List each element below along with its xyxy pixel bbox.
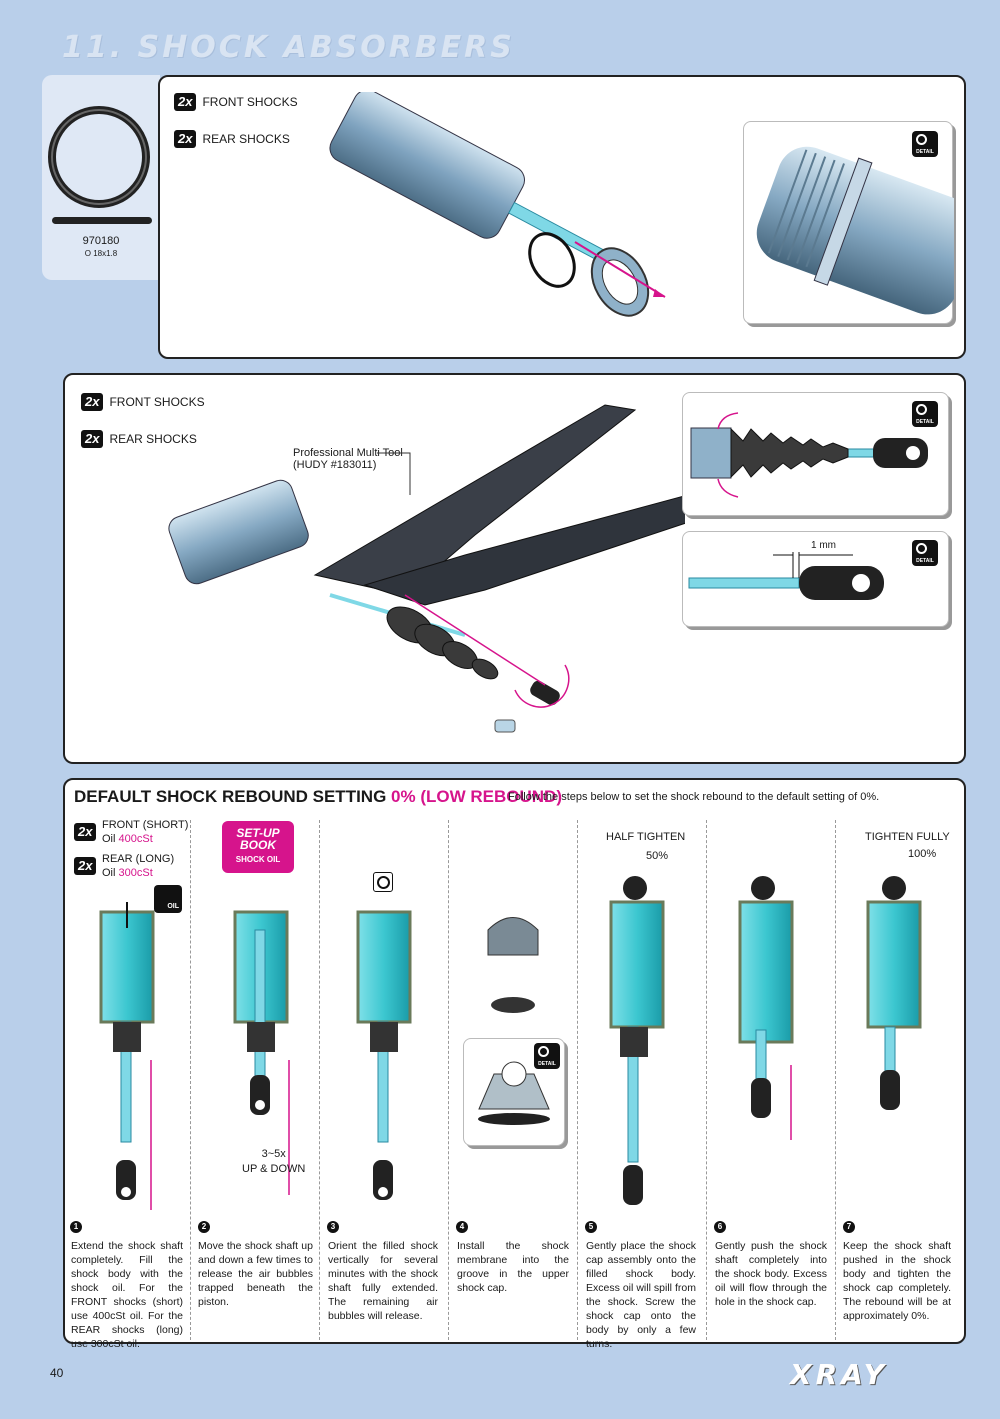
setup-line1: SET-UP [236,826,280,840]
step-text: Gently place the shock cap assembly onto… [586,1240,696,1350]
qty-badge: 2x [81,393,104,411]
multi-tool-illustration [168,404,685,733]
rebound-note: Follow the steps below to set the shock … [508,791,880,803]
qty-label: REAR SHOCKS [202,132,290,146]
step-number: 7 [843,1221,855,1233]
step-column [63,820,191,1340]
qty-label: FRONT SHOCKS [202,95,298,109]
setup-book-badge: SET-UP BOOK SHOCK OIL [222,821,294,873]
step-text: Orient the filled shock vertically for s… [328,1240,438,1322]
part-card: 970180 O 18x1.8 [42,75,160,280]
panel-step-2: 2x FRONT SHOCKS 2x REAR SHOCKS Professio… [63,373,966,764]
step-text: Install the shock membrane into the groo… [457,1240,569,1294]
step-column [578,820,707,1340]
shock-step-1 [99,902,155,1210]
shock-step-2 [233,910,290,1195]
half-tighten-label: HALF TIGHTEN [606,831,686,843]
thread-detail-illustration [756,146,979,315]
shock-body-illustration [329,92,666,317]
full-percent: 100% [908,848,937,860]
detail-icon: DETAIL [912,131,938,157]
page-title: 11. SHOCK ABSORBERS [62,30,515,65]
page-number: 40 [50,1366,64,1380]
step-text: Extend the shock shaft completely. Fill … [71,1240,183,1350]
detail-box-boot: DETAIL [682,392,949,516]
cycle-label: 3~5x UP & DOWN [242,1147,305,1177]
shock-step-6 [738,876,794,1140]
boot-detail-illustration [690,412,928,498]
qty-label: REAR SHOCKS [109,432,197,446]
detail-box-gap: 1 mm DETAIL [682,531,949,627]
step-column [320,820,449,1340]
detail-box-membrane: DETAIL [463,1038,565,1146]
half-percent: 50% [646,850,669,862]
oil-icon-label: OIL [167,903,179,910]
step-number: 5 [585,1221,597,1233]
step-column [707,820,836,1340]
step-number: 3 [327,1221,339,1233]
front-label: FRONT (SHORT) [102,819,189,831]
tool-label-name: Professional Multi Tool [293,447,403,459]
tighten-fully-label: TIGHTEN FULLY [865,831,950,843]
qty-row-front: 2x FRONT SHOCKS [174,93,298,111]
qty-row-rear: 2x REAR SHOCKS [174,130,290,148]
qty-badge: 2x [174,93,197,111]
front-oil: 400cSt [118,833,153,845]
tool-label-part: (HUDY #183011) [293,459,377,471]
membrane-detail-illustration [478,1061,550,1125]
part-code: 970180 [82,235,120,247]
tool-label: Professional Multi Tool (HUDY #183011) [293,447,403,471]
step-number: 4 [456,1221,468,1233]
shock-steps-illustration [99,876,922,1210]
step-column [191,820,320,1340]
rebound-title-main: DEFAULT SHOCK REBOUND SETTING [74,787,387,806]
dimension-label: 1 mm [811,540,836,551]
rear-label: REAR (LONG) [102,853,175,865]
shock-step-7 [866,876,922,1110]
step-text: Keep the shock shaft pushed in the shock… [843,1240,951,1322]
detail-icon: DETAIL [912,540,938,566]
step-number: 2 [198,1221,210,1233]
qty-row-front: 2x FRONT SHOCKS [81,393,205,411]
step-text: Move the shock shaft up and down a few t… [198,1240,313,1308]
oil-prefix: Oil [102,833,116,845]
brand-logo: XRAY [790,1358,888,1391]
shock-step-5 [609,876,665,1205]
qty-badge: 2x [174,130,197,148]
qty-row-rear: 2x REAR SHOCKS [81,430,197,448]
detail-icon: DETAIL [534,1043,560,1069]
cycle-count: 3~5x [261,1148,286,1160]
gap-detail-illustration [688,552,884,600]
timer-icon [373,872,393,892]
rebound-title-accent: 0% (LOW REBOUND) [391,787,562,806]
qty-badge: 2x [81,430,104,448]
shock-step-4 [487,917,539,1013]
cycle-direction: UP & DOWN [242,1163,306,1175]
qty-badge: 2x [74,823,97,841]
qty-badge: 2x [74,857,97,875]
part-desc: O 18x1.8 [84,249,118,258]
detail-box-thread: DETAIL [743,121,979,324]
step-text: Gently push the shock shaft completely i… [715,1240,827,1308]
panel-step-1: 2x FRONT SHOCKS 2x REAR SHOCKS [158,75,979,359]
rebound-title: DEFAULT SHOCK REBOUND SETTING 0% (LOW RE… [74,787,562,807]
oil-prefix: Oil [102,867,116,879]
step-column [449,820,578,1340]
step-number: 1 [70,1221,82,1233]
oil-bottle-icon: OIL [154,885,182,913]
setup-line3: SHOCK OIL [235,855,281,864]
step-number: 6 [714,1221,726,1233]
setup-line2: BOOK [240,838,276,852]
rear-oil: 300cSt [118,867,153,879]
o-ring-illustration [48,106,152,224]
detail-icon: DETAIL [912,401,938,427]
shock-step-3 [356,910,412,1200]
qty-label: FRONT SHOCKS [109,395,205,409]
